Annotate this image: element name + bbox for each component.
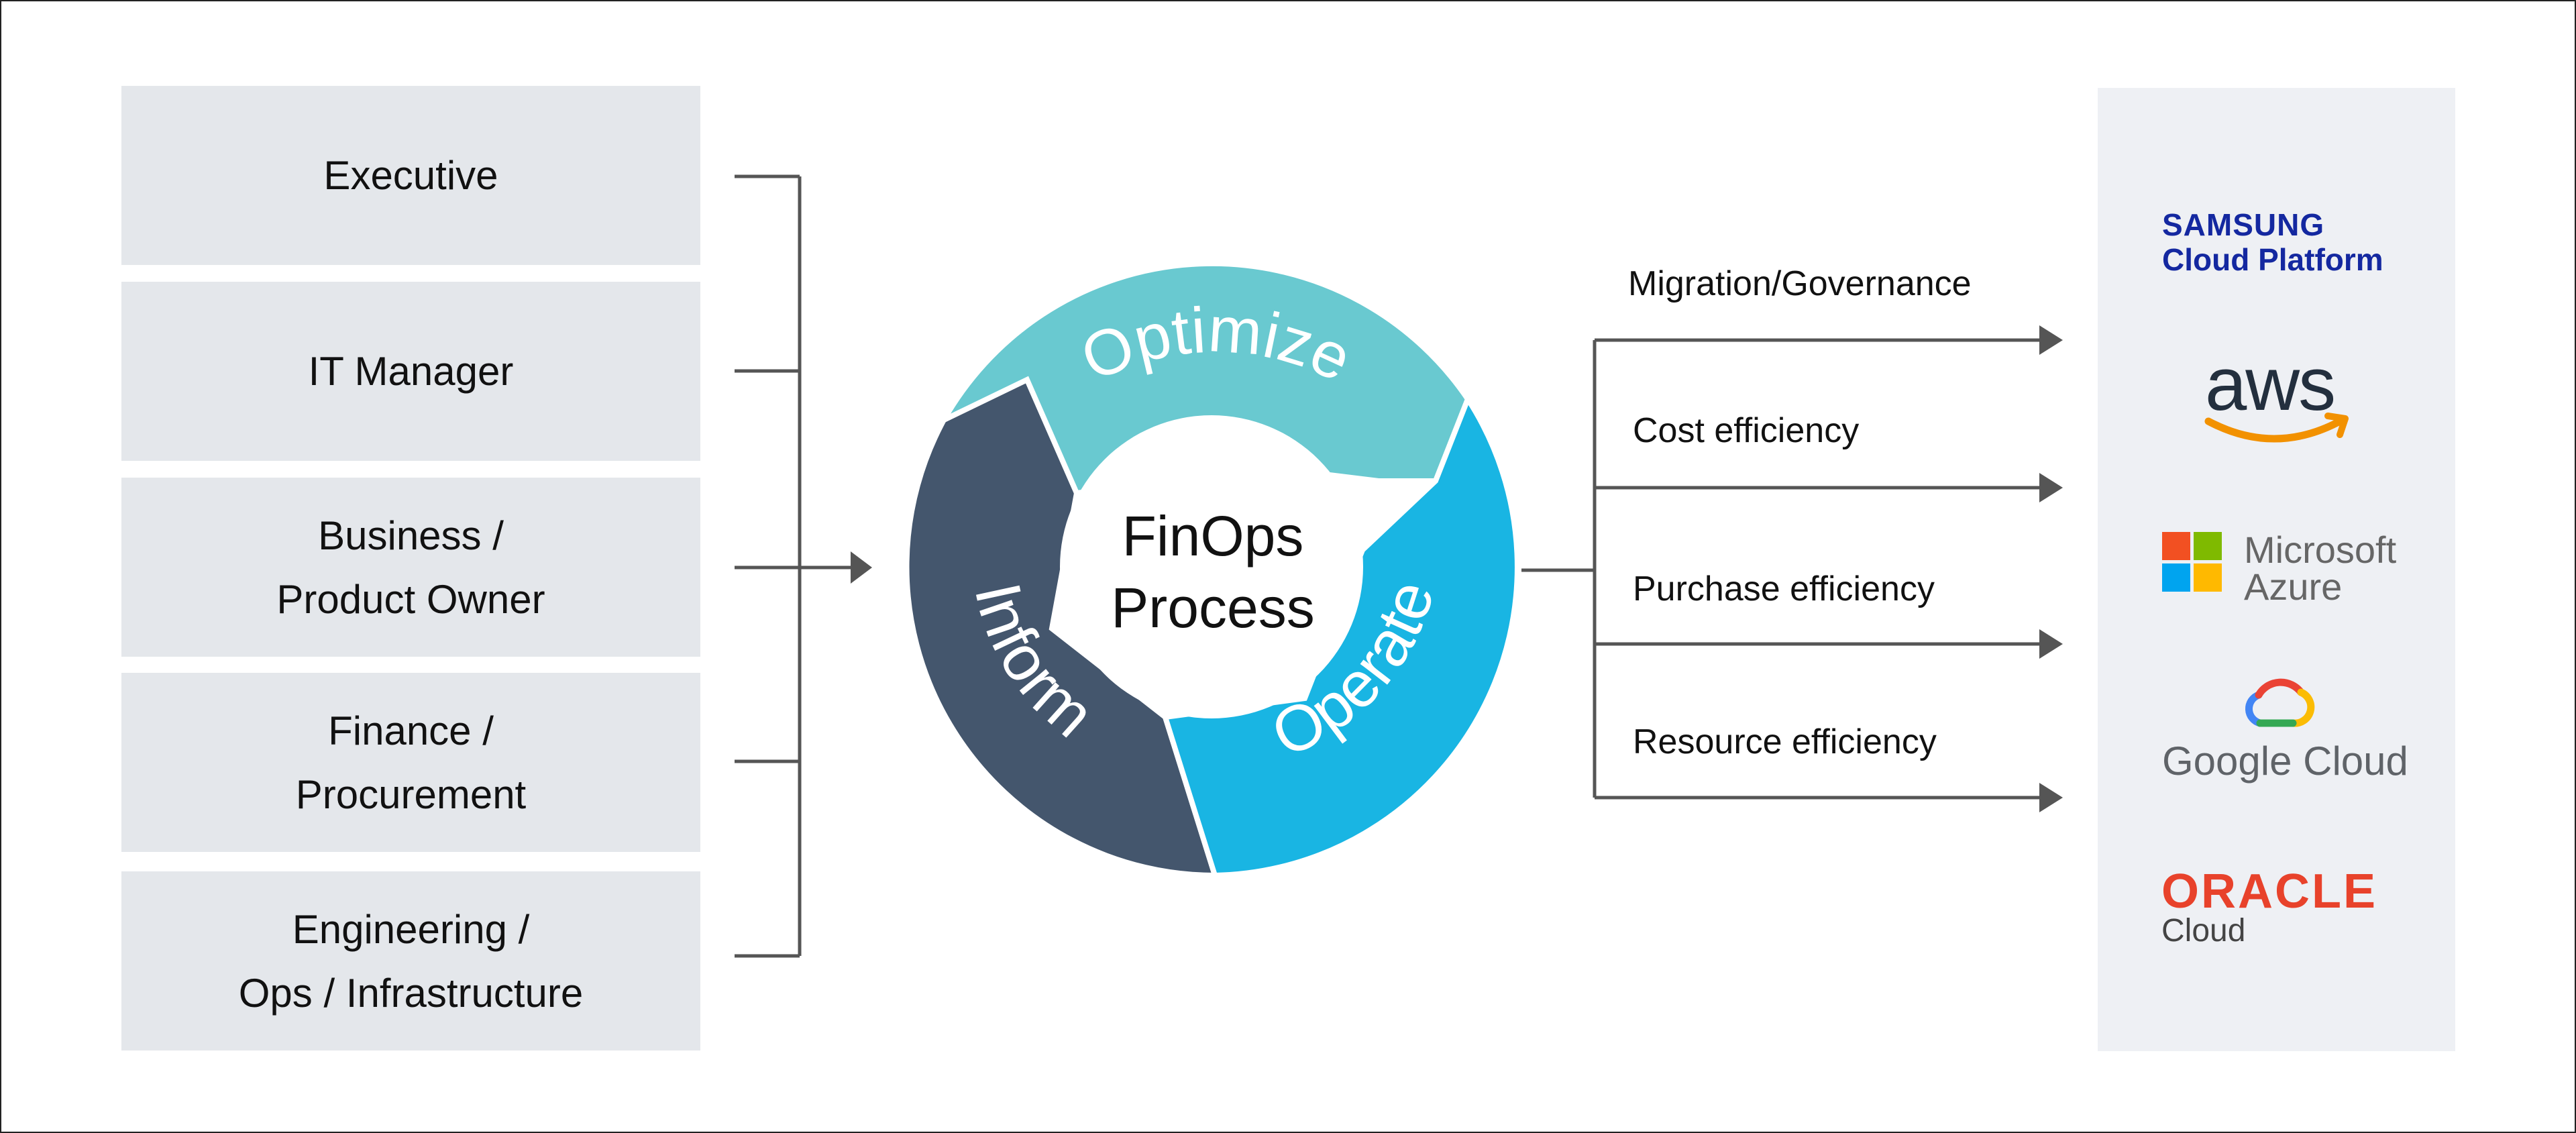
role-label: Engineering / [292,906,530,952]
aws-smile-icon [2204,413,2349,443]
role-box-it-manager: IT Manager [121,282,700,461]
samsung-logo-line1: SAMSUNG [2162,207,2325,242]
cycle-center [1060,415,1363,718]
efficiency-label-migration-governance: Migration/Governance [1628,264,1972,303]
oracle-logo-line2: Cloud [2161,913,2246,949]
role-box-engineering-ops: Engineering / Ops / Infrastructure [121,871,700,1050]
aws-logo: aws [2205,342,2336,426]
arrowhead [2039,325,2063,355]
role-label: Product Owner [276,576,545,622]
center-title-line2: Process [1111,576,1314,639]
finops-cycle: Optimize Operate Inform FinOps Process [904,261,1520,879]
inform-segment [904,376,1219,879]
role-label: Ops / Infrastructure [238,970,584,1016]
oracle-logo-line1: ORACLE [2161,865,2377,918]
role-box-finance-procurement: Finance / Procurement [121,673,700,852]
microsoft-logo-line1: Microsoft [2244,529,2397,571]
role-box-business-product-owner: Business / Product Owner [121,478,700,657]
samsung-logo-line2: Cloud Platform [2162,242,2383,277]
stakeholder-bracket [735,174,851,958]
input-arrowhead [851,551,872,584]
microsoft-logo-icon [2162,532,2222,592]
microsoft-logo-line2: Azure [2244,565,2343,608]
center-title-line1: FinOps [1122,504,1304,568]
efficiency-connector [1521,338,2039,800]
role-label: Procurement [295,771,527,817]
efficiency-label-cost: Cost efficiency [1633,411,1860,450]
role-label: Business / [318,512,504,558]
role-box-executive: Executive [121,86,700,265]
arrowhead [2039,783,2063,812]
cloud-provider-panel [2098,88,2455,1051]
google-cloud-logo: Google Cloud [2162,739,2408,784]
role-label: IT Manager [308,349,514,394]
efficiency-label-purchase: Purchase efficiency [1633,570,1935,608]
arrowhead [2039,629,2063,659]
efficiency-label-resource: Resource efficiency [1633,722,1937,761]
role-label: Executive [323,153,498,198]
arrowhead [2039,473,2063,502]
google-cloud-icon [2245,678,2315,727]
optimize-segment [937,261,1471,496]
role-label: Finance / [328,708,494,753]
